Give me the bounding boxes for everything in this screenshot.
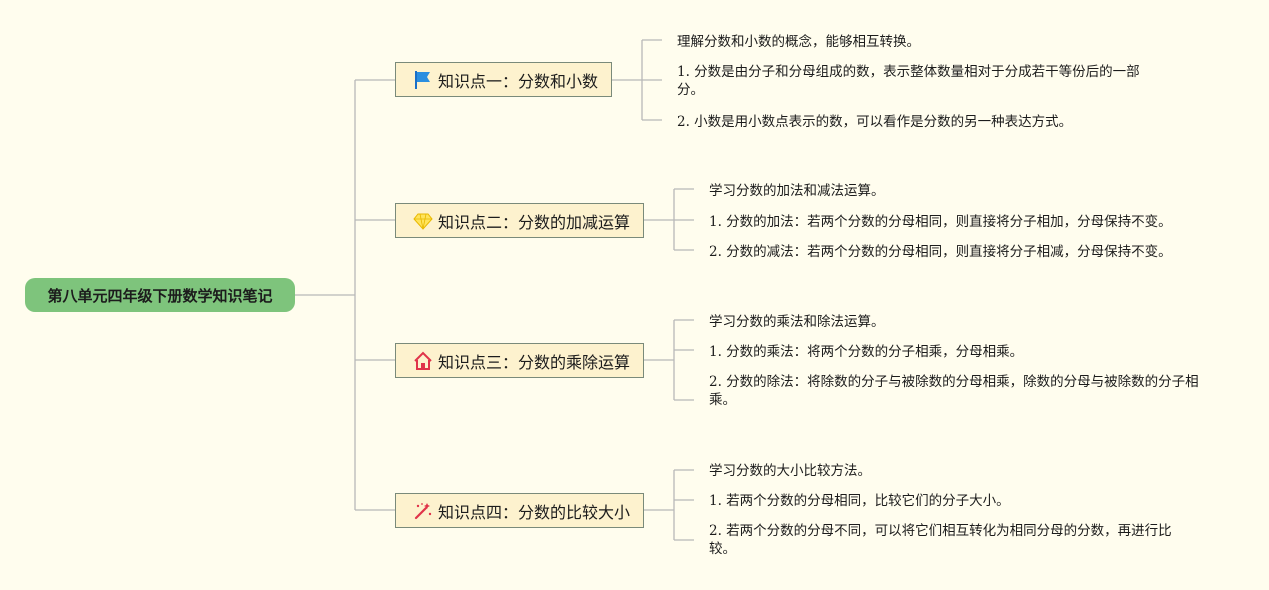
leaf-3-1: 1. 分数的乘法：将两个分数的分子相乘，分母相乘。 (709, 344, 1024, 360)
root-node[interactable]: 第八单元四年级下册数学知识笔记 (25, 278, 295, 312)
leaf-2-2: 2. 分数的减法：若两个分数的分母相同，则直接将分子相减，分母保持不变。 (709, 244, 1172, 260)
blue-flag-icon (412, 69, 434, 91)
branch-label-4: 知识点四：分数的比较大小 (438, 502, 631, 522)
leaf-4-0: 学习分数的大小比较方法。 (709, 463, 871, 479)
branch-node-3[interactable]: 知识点三：分数的乘除运算 (395, 343, 644, 378)
branch-node-1[interactable]: 知识点一：分数和小数 (395, 62, 612, 97)
leaf-3-0: 学习分数的乘法和除法运算。 (709, 314, 885, 330)
leaf-1-1: 1. 分数是由分子和分母组成的数，表示整体数量相对于分成若干等份后的一部分。 (677, 64, 1140, 98)
house-icon (412, 350, 434, 372)
leaf-1-2: 2. 小数是用小数点表示的数，可以看作是分数的另一种表达方式。 (677, 114, 1073, 130)
diamond-icon (412, 210, 434, 232)
leaf-4-2: 2. 若两个分数的分母不同，可以将它们相互转化为相同分母的分数，再进行比较。 (709, 523, 1172, 557)
branch-label-2: 知识点二：分数的加减运算 (438, 212, 631, 232)
leaf-2-1: 1. 分数的加法：若两个分数的分母相同，则直接将分子相加，分母保持不变。 (709, 214, 1172, 230)
leaf-4-1: 1. 若两个分数的分母相同，比较它们的分子大小。 (709, 493, 1010, 509)
leaf-3-2: 2. 分数的除法：将除数的分子与被除数的分母相乘，除数的分母与被除数的分子相乘。 (709, 374, 1199, 408)
branch-label-3: 知识点三：分数的乘除运算 (438, 352, 631, 372)
root-label: 第八单元四年级下册数学知识笔记 (47, 286, 273, 305)
leaf-2-0: 学习分数的加法和减法运算。 (709, 183, 885, 199)
branch-node-4[interactable]: 知识点四：分数的比较大小 (395, 493, 644, 528)
leaf-1-0: 理解分数和小数的概念，能够相互转换。 (677, 34, 920, 50)
branch-label-1: 知识点一：分数和小数 (438, 71, 599, 91)
branch-node-2[interactable]: 知识点二：分数的加减运算 (395, 203, 644, 238)
magic-wand-icon (412, 500, 434, 522)
